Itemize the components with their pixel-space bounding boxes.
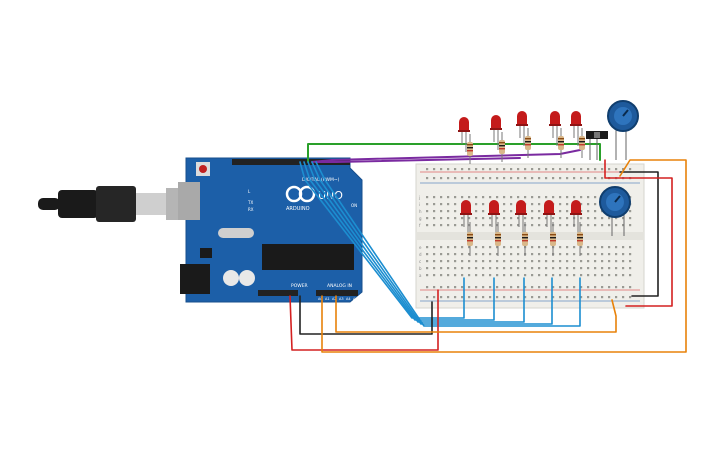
wire-blue [299, 161, 465, 319]
resistor[interactable] [522, 222, 528, 256]
wire-blue [311, 161, 553, 325]
led[interactable] [458, 117, 470, 152]
row-letter: d [419, 252, 422, 257]
on-label: ON [351, 203, 357, 208]
wire-blue [307, 161, 525, 323]
analog-pin-label: A5 [353, 297, 358, 301]
led[interactable] [460, 200, 472, 235]
analog-pin-label: A3 [339, 297, 344, 301]
wire-red [289, 289, 439, 351]
led[interactable] [549, 111, 561, 146]
led[interactable] [570, 111, 582, 146]
brand-label: ARDUINO [286, 206, 310, 212]
resistor[interactable] [495, 222, 501, 256]
slide-switch[interactable] [586, 131, 608, 160]
row-letter: a [419, 273, 422, 278]
analog-pin-label: A2 [332, 297, 337, 301]
wire-black [619, 171, 659, 297]
analog-pin-label: A4 [346, 297, 351, 301]
tx-label: TX [247, 200, 253, 205]
wire-black [299, 295, 433, 335]
resistor[interactable] [525, 128, 531, 158]
led[interactable] [543, 200, 555, 235]
led-row-bottom [460, 200, 583, 256]
resistor[interactable] [577, 222, 583, 256]
row-letter: c [419, 259, 421, 264]
analog-header [316, 290, 358, 296]
row-letter: j [418, 195, 420, 200]
usb-cable [38, 186, 196, 222]
potentiometer-bottom[interactable] [599, 186, 631, 236]
row-letter: h [419, 209, 422, 214]
resistor[interactable] [550, 222, 556, 256]
power-label: POWER [291, 283, 308, 289]
led[interactable] [488, 200, 500, 235]
row-letter: e [419, 245, 422, 250]
wire-purple [315, 157, 521, 163]
led[interactable] [516, 111, 528, 146]
led[interactable] [570, 200, 582, 235]
crystal [218, 228, 254, 238]
arduino-logo-icon [285, 185, 316, 203]
potentiometer-top[interactable] [607, 100, 639, 160]
capacitor [239, 270, 255, 286]
capacitor [223, 270, 239, 286]
wire-red [604, 159, 673, 307]
analog-label: ANALOG IN [327, 283, 352, 289]
power-header [258, 290, 298, 296]
row-letter: g [419, 216, 422, 221]
wire-orange [321, 159, 687, 353]
analog-pin-label: A0 [318, 297, 323, 301]
wire-blue [315, 161, 581, 327]
usb-port [178, 182, 200, 220]
atmega-chip [262, 244, 354, 270]
led[interactable] [515, 200, 527, 235]
resistor[interactable] [558, 128, 564, 158]
arduino-board[interactable]: ARDUINO UNO DIGITAL (PWM~) POWER ANALOG … [178, 157, 363, 303]
led[interactable] [490, 115, 502, 150]
rx-label: RX [248, 207, 254, 212]
row-letter: i [419, 202, 420, 207]
wire-blue [303, 161, 495, 321]
analog-pin-label: A1 [325, 297, 330, 301]
resistor[interactable] [467, 222, 473, 256]
digital-header [232, 159, 350, 165]
resistor[interactable] [499, 132, 505, 162]
wire-green [307, 143, 601, 163]
row-letter: b [419, 266, 422, 271]
power-jack [180, 264, 210, 294]
center-channel [416, 232, 644, 240]
resistor[interactable] [579, 128, 585, 158]
resistor[interactable] [467, 134, 473, 164]
wire-orange [335, 295, 617, 333]
wires [289, 143, 687, 353]
led-row-top [458, 111, 585, 164]
l-label: L [248, 189, 251, 194]
row-letter: f [419, 223, 421, 228]
